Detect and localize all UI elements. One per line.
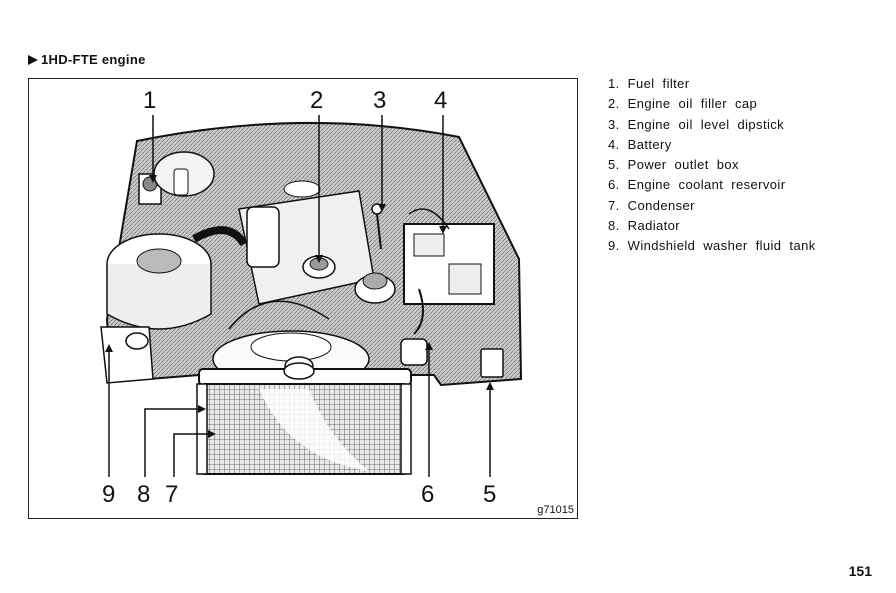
legend-item: 1. Fuel filter <box>608 76 690 91</box>
legend-item: 6. Engine coolant reservoir <box>608 177 786 193</box>
engine-compartment-figure: 1 2 3 4 5 6 7 8 9 g71015 <box>28 78 578 519</box>
callout-1: 1 <box>143 87 157 114</box>
callout-4: 4 <box>434 87 448 114</box>
callout-6: 6 <box>421 481 435 508</box>
callout-9: 9 <box>102 481 116 508</box>
callout-5: 5 <box>483 481 497 508</box>
legend-item: 3. Engine oil level dipstick <box>608 116 785 132</box>
callout-3: 3 <box>373 87 387 114</box>
triangle-bullet-icon <box>28 54 38 65</box>
callout-8: 8 <box>137 481 151 508</box>
section-title-text: 1HD-FTE engine <box>41 52 146 67</box>
legend-item: 4. Battery <box>608 136 672 152</box>
engine-illustration <box>100 115 523 477</box>
legend-item: 9. Windshield washer fluid tank <box>608 238 816 254</box>
callout-2: 2 <box>310 87 324 114</box>
figure-code: g71015 <box>536 504 575 516</box>
callout-7: 7 <box>165 481 179 508</box>
legend-item: 8. Radiator <box>608 218 680 234</box>
parts-legend: 1. Fuel filter 2. Engine oil filler cap … <box>608 74 816 257</box>
legend-item: 2. Engine oil filler cap <box>608 96 758 112</box>
section-title: 1HD-FTE engine <box>28 52 146 67</box>
legend-item: 5. Power outlet box <box>608 157 739 173</box>
legend-item: 7. Condenser <box>608 197 695 213</box>
page-number: 151 <box>848 563 872 579</box>
